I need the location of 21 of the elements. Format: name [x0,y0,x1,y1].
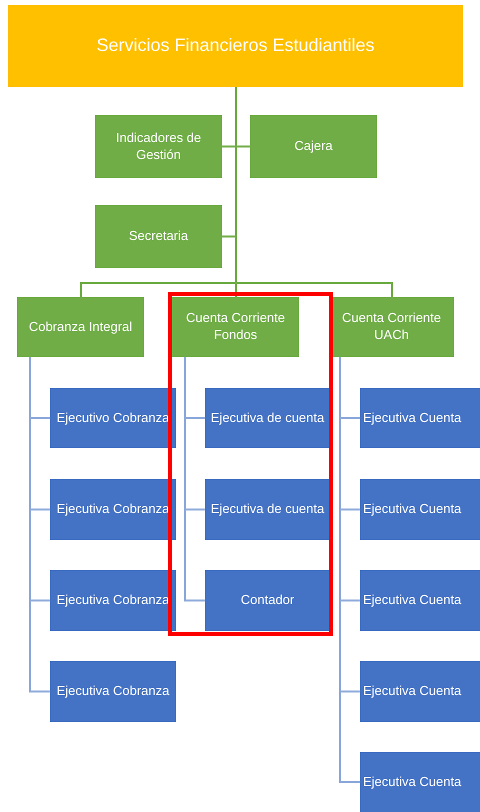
unit-box: Cobranza Integral [17,297,144,357]
connector-line [184,357,205,602]
position-box: Ejecutiva Cobranza [50,479,176,540]
position-box: Ejecutiva Cuenta [360,388,480,448]
unit-box: Cuenta Corriente Fondos [172,297,299,357]
position-box: Contador [205,570,330,631]
position-box: Ejecutiva de cuenta [205,388,330,448]
header-box: Servicios Financieros Estudiantiles [8,5,463,87]
position-box: Ejecutiva Cuenta [360,661,480,722]
unit-box: Secretaria [95,205,222,268]
position-box: Ejecutiva Cobranza [50,661,176,722]
position-box: Ejecutiva Cobranza [50,570,176,631]
position-box: Ejecutiva Cuenta [360,570,480,631]
connector-line [29,357,50,692]
position-box: Ejecutiva Cuenta [360,752,480,812]
position-box: Ejecutiva de cuenta [205,479,330,540]
unit-box: Cajera [250,115,377,178]
position-box: Ejecutiva Cuenta [360,479,480,540]
unit-box: Indicadores de Gestión [95,115,222,178]
connector-line [235,87,393,297]
position-box: Ejecutivo Cobranza [50,388,176,448]
